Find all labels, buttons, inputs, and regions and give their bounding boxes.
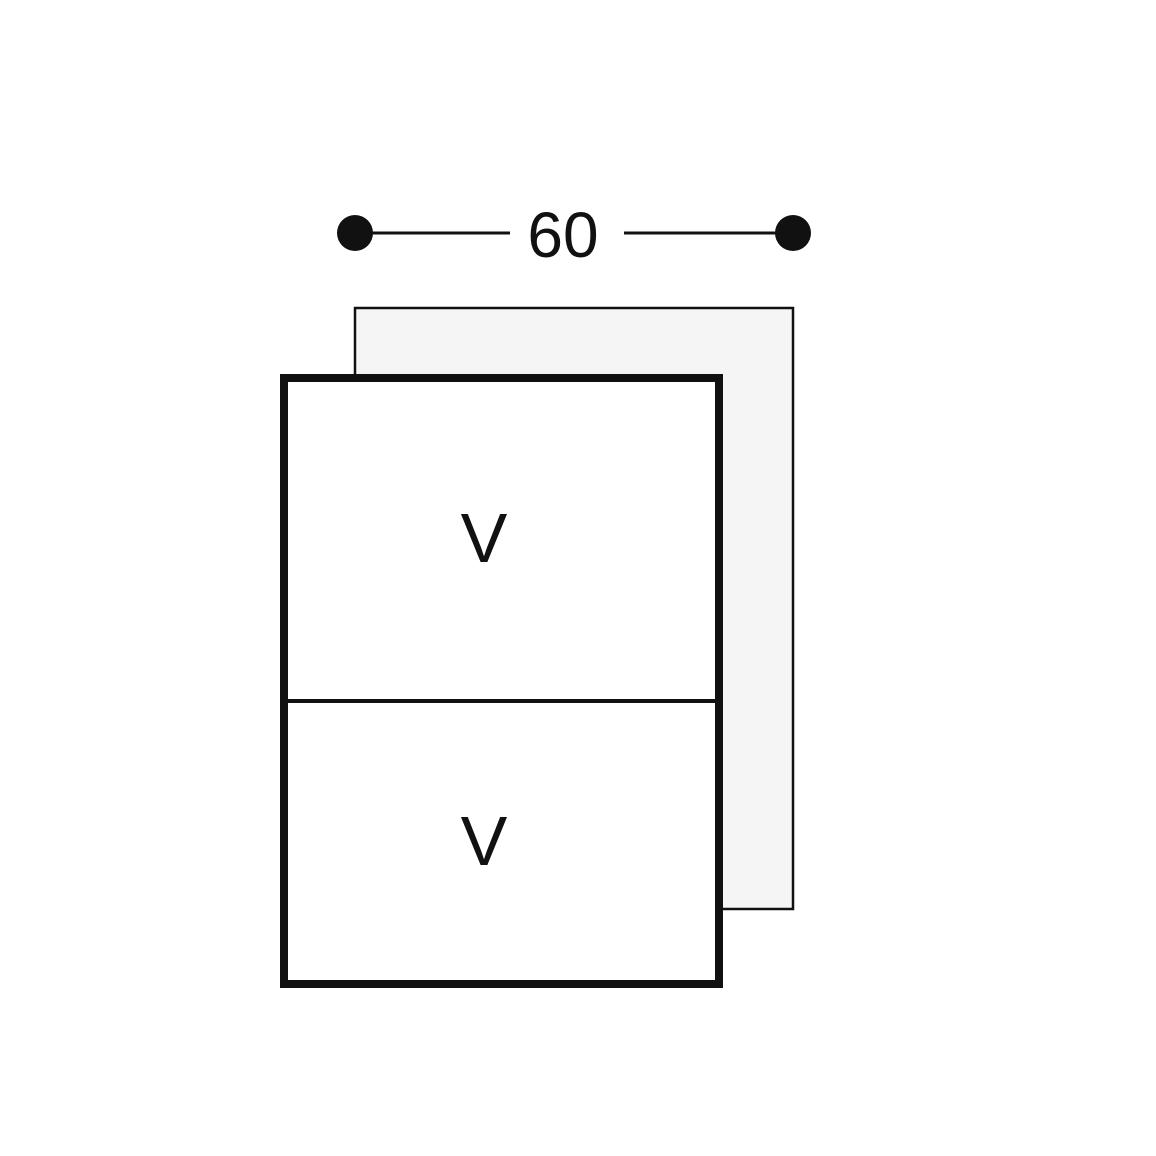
bottom-panel-label: V: [461, 802, 508, 880]
front-frame-outline: [280, 374, 723, 988]
width-dimension: 60: [337, 199, 811, 271]
top-panel-label: V: [461, 499, 508, 577]
dimension-end-dot: [775, 215, 811, 251]
front-frame: V V: [280, 374, 723, 988]
dimension-width-label: 60: [527, 199, 598, 271]
